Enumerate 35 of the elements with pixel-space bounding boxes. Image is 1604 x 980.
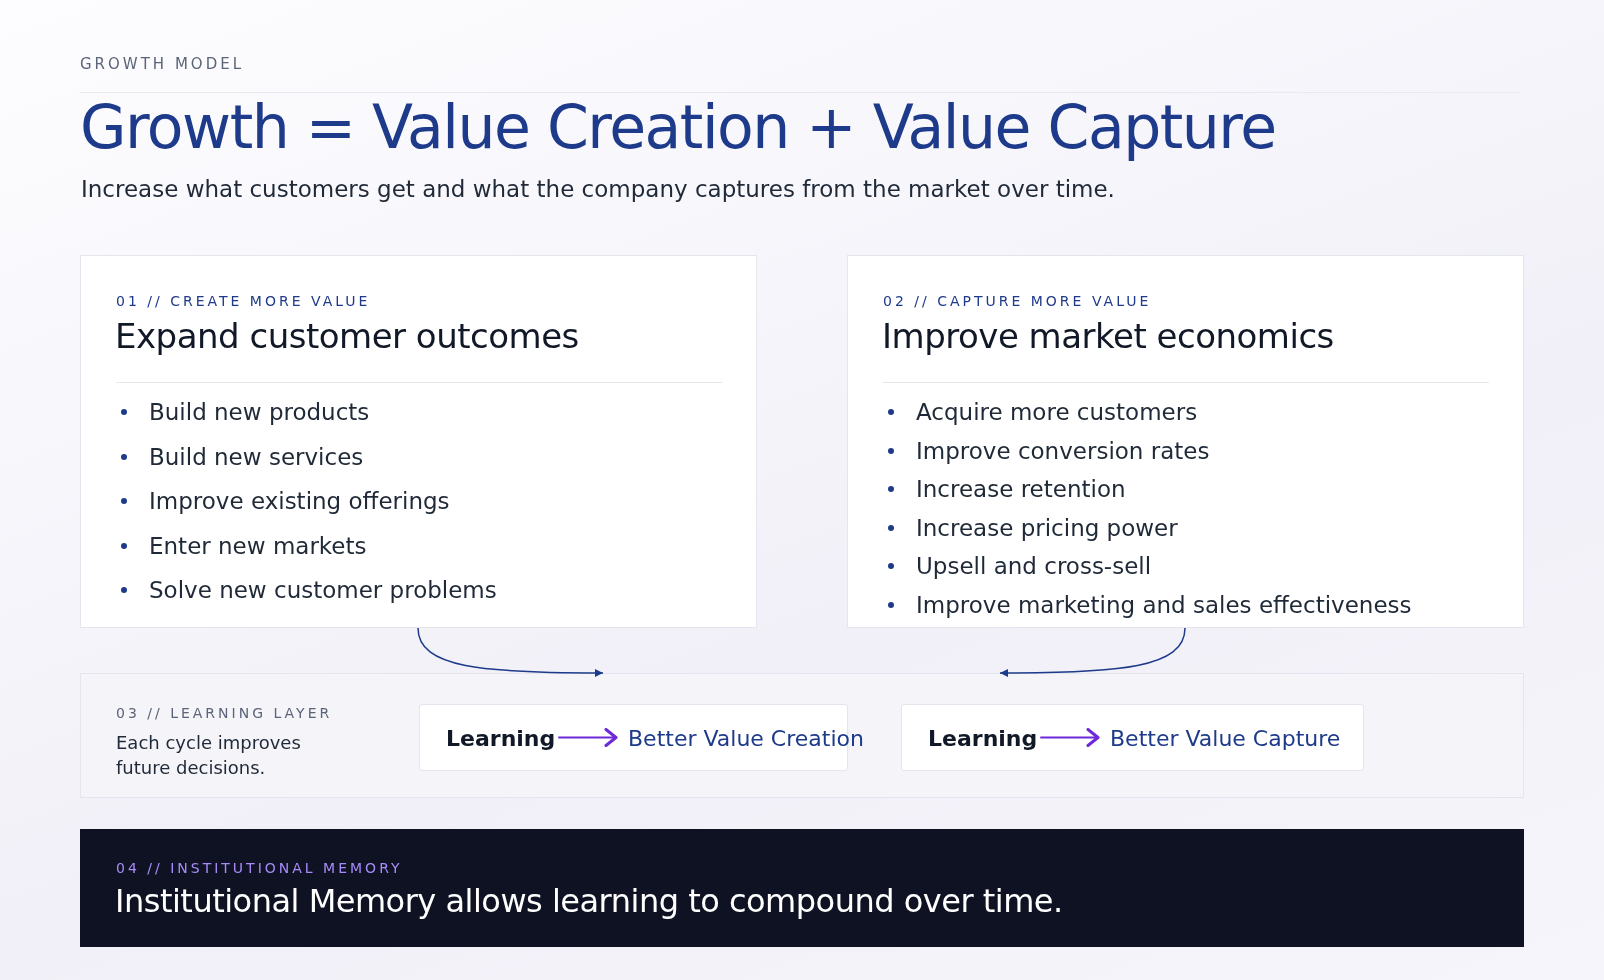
card-heading: Expand customer outcomes	[115, 316, 579, 356]
bullet-text: Build new services	[149, 443, 364, 470]
bullet-text: Solve new customer problems	[149, 577, 497, 603]
bullet-text: Acquire more customers	[916, 399, 1198, 425]
curved-connector	[417, 627, 604, 677]
outcome-label: Better Value Creation	[628, 725, 864, 750]
outcome-label: Better Value Capture	[1110, 725, 1341, 750]
bullet-text: Build new products	[149, 399, 370, 425]
bullet-text: Enter new markets	[149, 532, 367, 559]
section-eyebrow: 02 // CAPTURE MORE VALUE	[883, 293, 1152, 309]
bullet-text: Improve conversion rates	[916, 437, 1210, 464]
bullet-text: Improve existing offerings	[149, 488, 450, 514]
banner-statement: Institutional Memory allows learning to compound over time.	[115, 882, 1063, 920]
step-label: Learning	[446, 725, 556, 750]
layer-panel	[80, 673, 1524, 798]
flow-box	[901, 704, 1364, 771]
section-eyebrow: 03 // LEARNING LAYER	[116, 705, 333, 721]
arrow	[1039, 728, 1100, 747]
step-label: Learning	[928, 725, 1038, 750]
bullet-text: Upsell and cross-sell	[916, 553, 1152, 579]
arrow	[557, 728, 618, 747]
section-eyebrow: 04 // INSTITUTIONAL MEMORY	[116, 860, 403, 876]
eyebrow-text: GROWTH MODEL	[80, 55, 245, 73]
memory-banner	[80, 829, 1524, 947]
page-title: Growth = Value Creation + Value Capture	[80, 92, 1276, 162]
curved-connector	[999, 627, 1186, 677]
subtitle: Increase what customers get and what the company captures from the market over time.	[81, 176, 1115, 202]
bullet-text: Increase retention	[916, 476, 1126, 502]
bullet-text: Increase pricing power	[916, 514, 1178, 541]
card-heading: Improve market economics	[882, 316, 1334, 356]
bullet-text: Improve marketing and sales effectiveness	[916, 591, 1412, 618]
section-eyebrow: 01 // CREATE MORE VALUE	[116, 293, 371, 309]
description-text: Each cycle improves future decisions.	[116, 731, 302, 780]
content-card	[847, 255, 1524, 628]
content-card	[80, 255, 757, 628]
